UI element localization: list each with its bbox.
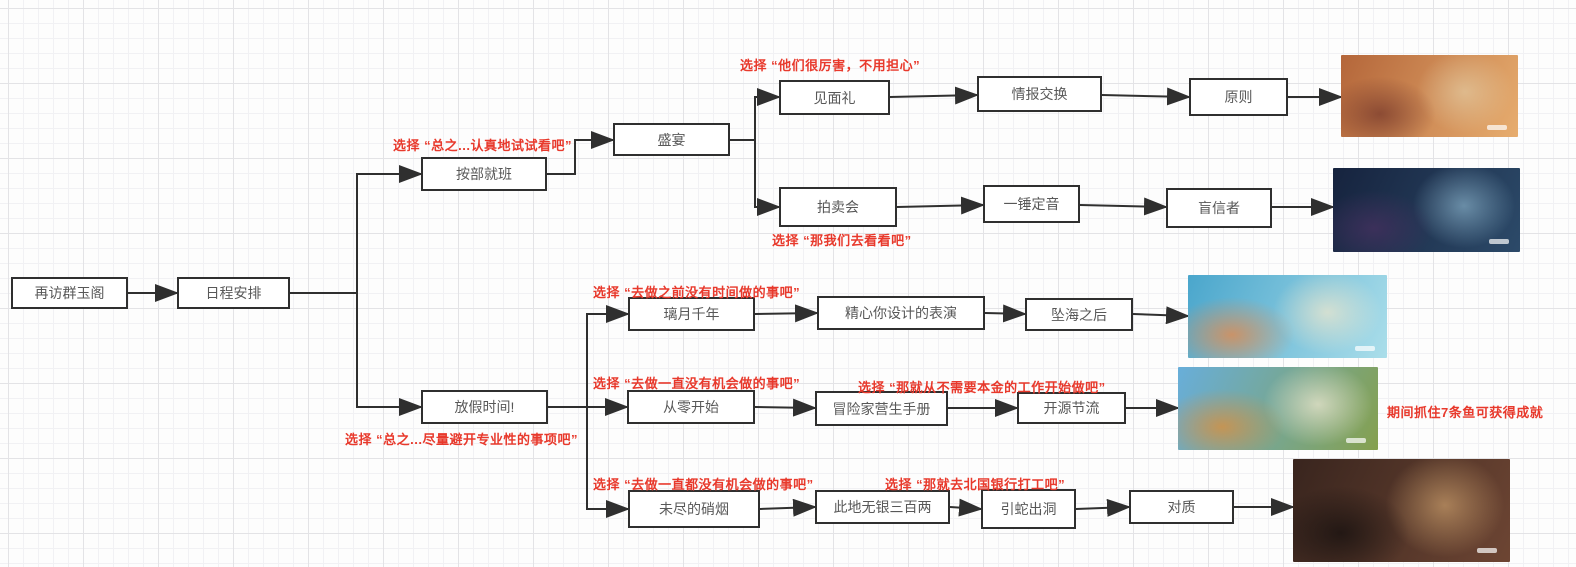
flow-arrow	[1132, 306, 1190, 325]
flow-arrow	[1079, 197, 1168, 216]
choice-never-had-chance: 选择 “去做一直都没有机会做的事吧”	[593, 477, 814, 492]
node-liyue-millennium: 璃月千年	[628, 297, 755, 331]
ending-screenshot-night-stage	[1333, 168, 1520, 252]
flow-arrow	[759, 498, 817, 517]
node-holiday-time: 放假时间!	[421, 390, 548, 424]
note-fish-achievement: 期间抓住7条鱼可获得成就	[1387, 405, 1544, 420]
flow-arrow	[896, 196, 985, 215]
node-revisit-jade-chamber: 再访群玉阁	[11, 277, 128, 309]
ending-screenshot-canyon-crowd	[1341, 55, 1518, 137]
node-meeting-gift: 见面礼	[779, 80, 890, 115]
node-open-source-throttle: 开源节流	[1017, 392, 1126, 424]
choice-no-worry: 选择 “他们很厉害，不用担心”	[740, 58, 921, 73]
node-lure-snake-out: 引蛇出洞	[981, 489, 1076, 529]
flow-arrow	[754, 304, 819, 323]
choice-no-capital-work: 选择 “那就从不需要本金的工作开始做吧”	[858, 380, 1106, 395]
node-auction: 拍卖会	[779, 187, 897, 227]
flow-arrow	[754, 398, 817, 417]
choice-avoid-professional: 选择 “总之...尽量避开专业性的事项吧”	[345, 432, 578, 447]
flow-arrow	[586, 407, 630, 518]
node-confrontation: 对质	[1129, 490, 1234, 524]
node-banquet: 盛宴	[613, 123, 730, 156]
node-adventurer-handbook: 冒险家营生手册	[815, 391, 948, 426]
choice-no-time-before: 选择 “去做之前没有时间做的事吧”	[593, 285, 801, 300]
choice-no-chance: 选择 “去做一直没有机会做的事吧”	[593, 376, 801, 391]
ending-screenshot-campfire	[1178, 367, 1378, 450]
flow-arrow	[984, 304, 1027, 323]
flow-arrow	[1101, 87, 1191, 106]
ending-screenshot-underwater	[1188, 275, 1387, 358]
node-schedule: 日程安排	[177, 277, 290, 309]
node-intel-exchange: 情报交换	[977, 76, 1102, 112]
flow-arrow	[586, 305, 630, 407]
node-final-verdict: 一锤定音	[983, 185, 1080, 223]
flow-arrow	[949, 498, 983, 517]
choice-northland-bank: 选择 “那就去北国银行打工吧”	[885, 477, 1066, 492]
node-step-by-step: 按部就班	[421, 157, 547, 191]
ending-screenshot-confrontation	[1293, 459, 1510, 562]
flow-arrow	[754, 140, 781, 216]
flow-arrow	[889, 86, 979, 105]
node-designed-performance: 精心你设计的表演	[817, 296, 985, 330]
choice-go-see: 选择 “那我们去看看吧”	[772, 233, 912, 248]
flow-arrow	[1075, 498, 1131, 517]
node-principle: 原则	[1189, 78, 1288, 116]
flow-arrow	[356, 293, 423, 416]
node-after-falling-sea: 坠海之后	[1025, 298, 1133, 331]
flow-arrow	[730, 88, 781, 141]
node-unfinished-smoke: 未尽的硝烟	[628, 490, 760, 528]
node-no-silver-300-taels: 此地无银三百两	[815, 490, 950, 524]
node-from-zero: 从零开始	[627, 390, 755, 424]
node-blind-believer: 盲信者	[1166, 188, 1272, 228]
flow-arrow	[290, 165, 423, 294]
choice-serious-try: 选择 “总之...认真地试试看吧”	[393, 138, 572, 153]
